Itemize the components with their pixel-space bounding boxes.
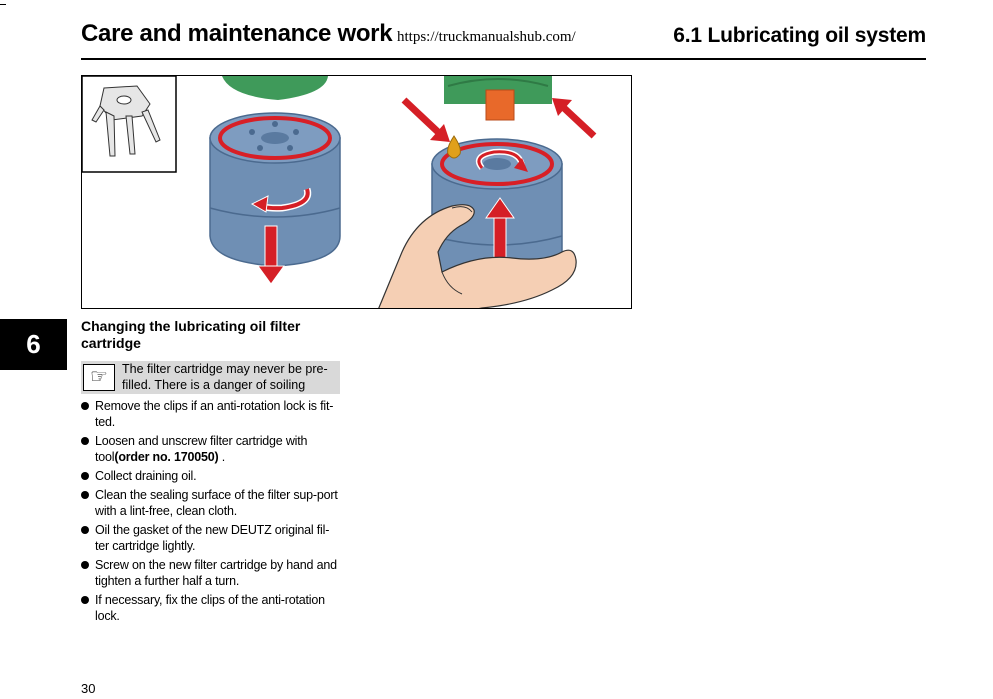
page-number: 30	[81, 681, 96, 696]
step-text: Collect draining oil.	[95, 469, 197, 483]
bullet-icon	[81, 561, 89, 569]
order-number: (order no. 170050)	[114, 450, 219, 464]
step-text-end: .	[218, 450, 225, 464]
list-item: Oil the gasket of the new DEUTZ original…	[81, 522, 343, 554]
pointing-hand-icon: ☞	[83, 364, 115, 391]
step-text: Loosen and unscrew filter cartridge with…	[95, 434, 308, 464]
bullet-icon	[81, 526, 89, 534]
bullet-icon	[81, 472, 89, 480]
step-text: Oil the gasket of the new DEUTZ original…	[95, 523, 330, 553]
step-text: Remove the clips if an anti-rotation loc…	[95, 399, 334, 429]
corner-mark	[0, 4, 6, 5]
step-text: Clean the sealing surface of the filter …	[95, 488, 338, 518]
filter-cartridge-left	[209, 76, 341, 285]
oil-filter-illustration	[81, 75, 632, 309]
header-url[interactable]: https://truckmanualshub.com/	[397, 29, 576, 45]
procedure-steps: Remove the clips if an anti-rotation loc…	[81, 398, 343, 627]
bullet-icon	[81, 491, 89, 499]
bullet-icon	[81, 437, 89, 445]
header-chapter-title: Care and maintenance work	[81, 20, 393, 47]
note-box: ☞ The filter cartridge may never be pre-…	[81, 361, 340, 394]
note-text: The filter cartridge may never be pre-fi…	[122, 362, 328, 392]
list-item: Collect draining oil.	[81, 468, 343, 484]
hand-illustration	[378, 204, 577, 308]
filter-wrench-tool-inset	[82, 76, 177, 173]
list-item: Clean the sealing surface of the filter …	[81, 487, 343, 519]
chapter-tab: 6	[0, 319, 67, 370]
header-section-title: 6.1 Lubricating oil system	[673, 24, 926, 47]
section-title: Changing the lubricating oil filter cart…	[81, 318, 301, 351]
step-text: Screw on the new filter cartridge by han…	[95, 558, 337, 588]
bullet-icon	[81, 596, 89, 604]
list-item: Remove the clips if an anti-rotation loc…	[81, 398, 343, 430]
step-text: If necessary, fix the clips of the anti-…	[95, 593, 325, 623]
list-item: Screw on the new filter cartridge by han…	[81, 557, 343, 589]
list-item: If necessary, fix the clips of the anti-…	[81, 592, 343, 624]
list-item: Loosen and unscrew filter cartridge with…	[81, 433, 343, 465]
header-rule	[81, 58, 926, 60]
bullet-icon	[81, 402, 89, 410]
oil-filter-drawing	[82, 76, 597, 308]
